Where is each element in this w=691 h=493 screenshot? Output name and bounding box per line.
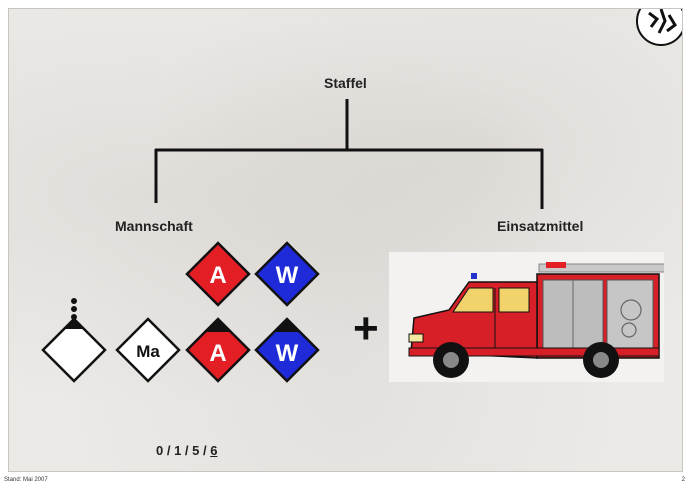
diamond-letter: A (209, 340, 226, 367)
crew-label: Mannschaft (115, 218, 193, 234)
fire-truck-icon (389, 252, 664, 382)
attack-troop-diamond: A (185, 241, 251, 307)
diamond-letter: W (276, 262, 299, 289)
strength-prefix: 0 / 1 / 5 / (156, 443, 211, 458)
leader-diamond (41, 298, 107, 383)
strength-total: 6 (210, 443, 218, 458)
diamond-letter: A (209, 262, 226, 289)
water-troop-diamond: W (254, 241, 320, 307)
slide: Staffel Mannschaft Einsatzmittel A W Ma … (8, 8, 683, 472)
plus-icon: + (353, 304, 379, 353)
diamond-letter: W (276, 340, 299, 367)
root-label: Staffel (324, 75, 367, 91)
water-leader-diamond: W (254, 317, 320, 383)
footer-date: Stand: Mai 2007 (4, 477, 48, 483)
footer: Stand: Mai 2007 2 (0, 472, 691, 493)
machinist-diamond: Ma (115, 317, 181, 383)
crew-strength: 0 / 1 / 5 / 6 (156, 443, 217, 458)
fire-department-logo (636, 9, 682, 46)
attack-leader-diamond: A (185, 317, 251, 383)
page-number: 2 (681, 477, 685, 483)
background-photo (9, 9, 682, 471)
hierarchy-lines (154, 99, 544, 209)
equipment-label: Einsatzmittel (497, 218, 584, 234)
top-margin (0, 0, 691, 8)
diamond-letter: Ma (136, 342, 160, 361)
